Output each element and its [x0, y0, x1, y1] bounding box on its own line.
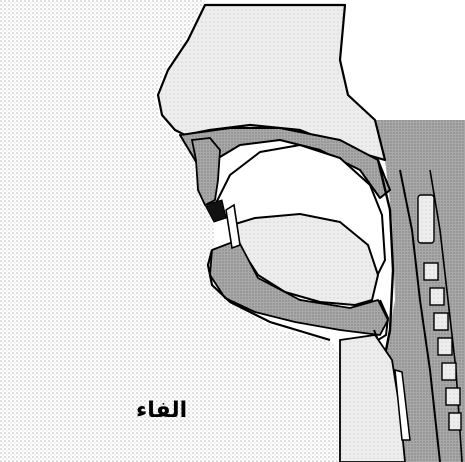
vertebra [442, 363, 456, 380]
vertebra [446, 388, 460, 405]
vertebra [438, 338, 452, 355]
vertebra [434, 313, 448, 330]
vertebra [418, 195, 434, 243]
vertebra [430, 288, 444, 305]
vertebra [424, 263, 438, 280]
sound-label: الفاء [136, 398, 187, 423]
vertebra [449, 413, 461, 430]
